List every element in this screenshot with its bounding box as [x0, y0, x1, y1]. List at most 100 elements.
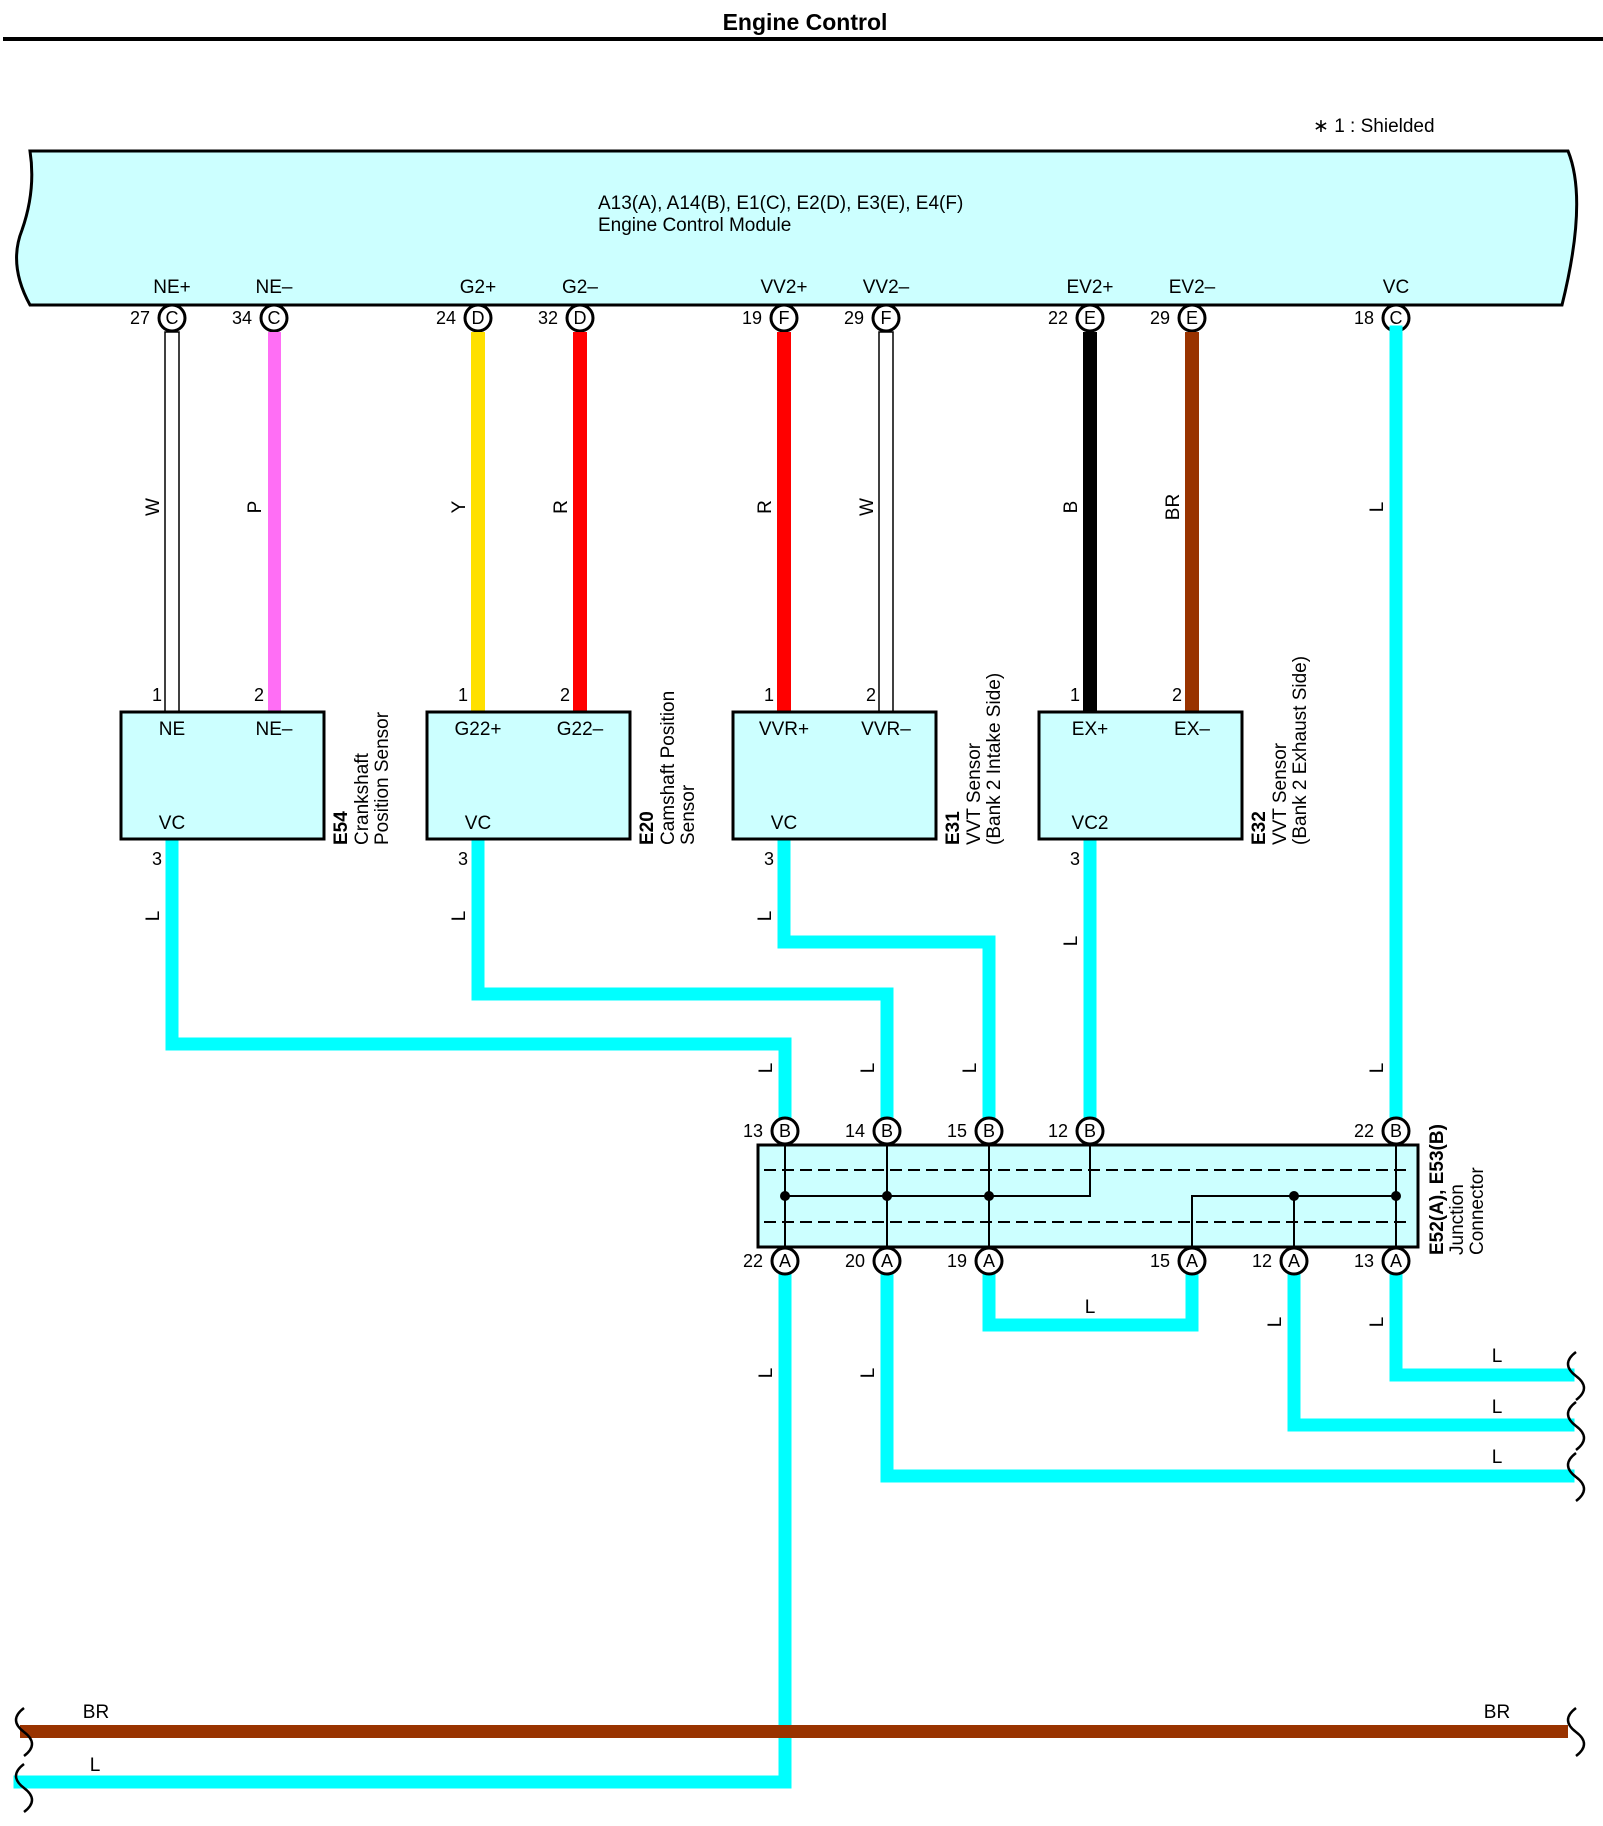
terminal-pin: 27 — [130, 308, 150, 328]
pin-circle — [1381, 1246, 1411, 1276]
junction-code: E52(A), E53(B) — [1427, 1124, 1448, 1255]
junction-bottom-pin: 12 A — [1252, 1246, 1309, 1276]
ecm-terminal-ne-minus: NE– 34 C — [232, 277, 293, 333]
sensor-vc-num: 3 — [1070, 849, 1080, 869]
wire-label: B — [1061, 501, 1082, 514]
ecm-box — [15, 149, 1579, 307]
sensor-pin-label: NE — [159, 719, 185, 740]
splice-dot — [984, 1191, 994, 1201]
sensor-pin-label: NE– — [256, 719, 293, 740]
pin-circle — [1075, 1116, 1105, 1146]
ecm-terminal-vv2-minus: VV2– 29 F — [844, 277, 910, 333]
sensor-e32: 1 2 EX+ EX– VC2 3 E32 VVT Sensor (Bank 2… — [1037, 656, 1311, 869]
sensor-name-line2: Position Sensor — [372, 711, 393, 845]
wire-label: L — [143, 911, 164, 922]
wire-label-br-right: BR — [1484, 1702, 1510, 1723]
wire-label: L — [858, 1368, 879, 1379]
terminal-label: VV2+ — [760, 277, 807, 298]
pin-circle — [1177, 1246, 1207, 1276]
sensor-code: E31 — [943, 811, 964, 845]
terminal-circle — [769, 303, 799, 333]
break-mark — [1566, 1351, 1586, 1401]
sensor-name-line1: VVT Sensor — [1270, 742, 1291, 845]
pin-num: 15 — [947, 1121, 967, 1141]
pin-conn: B — [881, 1121, 893, 1141]
terminal-circle — [1177, 303, 1207, 333]
terminal-label: NE– — [256, 277, 293, 298]
terminal-conn: D — [574, 308, 587, 328]
wire-l-out-2 — [1287, 1255, 1575, 1432]
terminal-circle — [259, 303, 289, 333]
terminal-conn: C — [1390, 308, 1403, 328]
wire-label: Y — [449, 500, 470, 513]
terminal-conn: F — [881, 308, 892, 328]
pin-num: 14 — [845, 1121, 865, 1141]
pin-circle — [872, 1246, 902, 1276]
wire-label: L — [449, 911, 470, 922]
wire-label-out-3: L — [1492, 1447, 1503, 1468]
break-mark — [14, 1763, 34, 1813]
break-mark — [1566, 1452, 1586, 1502]
ecm-terminal-ne-plus: NE+ 27 C — [130, 277, 191, 333]
pin-num: 13 — [743, 1121, 763, 1141]
sensor-name-line1: Crankshaft — [352, 752, 373, 845]
junction-top-pin: 15 B — [947, 1116, 1004, 1146]
wire-l-bottom — [13, 1255, 792, 1789]
sensor-box — [1037, 710, 1244, 841]
terminal-label: VC — [1383, 277, 1409, 298]
sensor-pin-label: VVR+ — [759, 719, 809, 740]
wire-label: L — [960, 1063, 981, 1074]
wire-l-e31-vc — [777, 839, 996, 1125]
sensor-code: E32 — [1249, 811, 1270, 845]
sensor-pin-label: EX– — [1174, 719, 1210, 740]
signal-wires — [164, 331, 1199, 713]
wire-label: L — [756, 1368, 777, 1379]
wire-color-labels: W P Y R R W B BR L — [143, 494, 1388, 520]
sensor-box — [425, 710, 632, 841]
pin-num: 19 — [947, 1251, 967, 1271]
sensor-pin-num: 2 — [254, 685, 264, 705]
terminal-circle — [565, 303, 595, 333]
wire-label-br-left: BR — [83, 1702, 109, 1723]
sensor-vc-num: 3 — [458, 849, 468, 869]
terminal-circle — [157, 303, 187, 333]
ecm-terminal-ev2-minus: EV2– 29 E — [1150, 277, 1216, 333]
junction-name-line2: Connector — [1467, 1167, 1488, 1255]
wire-label: W — [857, 498, 878, 516]
sensor-e54: 1 2 NE NE– VC 3 E54 Crankshaft Position … — [119, 685, 393, 869]
sensor-box — [119, 710, 326, 841]
junction-bottom-pin: 20 A — [845, 1246, 902, 1276]
junction-name-line1: Junction — [1447, 1184, 1468, 1255]
wire-label: L — [1061, 936, 1082, 947]
wire-label: W — [143, 498, 164, 516]
pin-num: 20 — [845, 1251, 865, 1271]
wire-label: P — [245, 501, 266, 514]
terminal-pin: 34 — [232, 308, 252, 328]
sensor-code: E20 — [637, 811, 658, 845]
wire-label: R — [551, 500, 572, 514]
terminal-pin: 29 — [844, 308, 864, 328]
pin-conn: B — [983, 1121, 995, 1141]
pin-num: 22 — [1354, 1121, 1374, 1141]
wire-l-out-1 — [1389, 1255, 1575, 1382]
terminal-label: G2+ — [460, 277, 496, 298]
wire-l-out-3 — [880, 1255, 1575, 1483]
l-wires — [13, 325, 1575, 1789]
sensor-pin-num: 1 — [458, 685, 468, 705]
break-marks — [14, 1351, 1586, 1813]
pin-circle — [974, 1116, 1004, 1146]
terminal-pin: 24 — [436, 308, 456, 328]
terminal-conn: C — [166, 308, 179, 328]
junction-bottom-pin: 13 A — [1354, 1246, 1411, 1276]
junction-top-pin: 12 B — [1048, 1116, 1105, 1146]
splice-dot — [1391, 1191, 1401, 1201]
ecm-terminals: NE+ 27 C NE– 34 C G2+ 24 D G2– 32 D VV2+… — [130, 277, 1411, 333]
terminal-conn: D — [472, 308, 485, 328]
ecm-terminal-g2-plus: G2+ 24 D — [436, 277, 496, 333]
sensor-pin-label: G22– — [557, 719, 604, 740]
wire-label: L — [755, 911, 776, 922]
pin-conn: B — [1390, 1121, 1402, 1141]
sensor-vc-num: 3 — [764, 849, 774, 869]
pin-circle — [770, 1116, 800, 1146]
